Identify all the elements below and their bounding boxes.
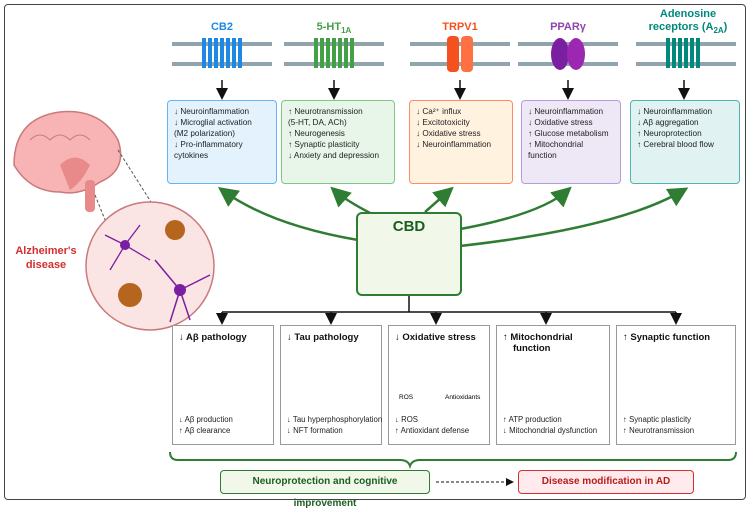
- ros-label: ROS: [399, 394, 414, 401]
- effect-line: ↓ Neuroinflammation: [416, 140, 492, 149]
- effect-line: ↓ Oxidative stress: [416, 129, 481, 138]
- zoom-line-bottom: [94, 194, 111, 233]
- pathway-box-oxidative: ↓ Oxidative stress ROS Antioxidants ↓ RO…: [388, 325, 490, 445]
- receptor-title-5ht1a: 5-HT1A: [316, 21, 352, 36]
- pathway-box-synaptic: ↑ Synaptic function ↑ Synaptic plasticit…: [616, 325, 736, 445]
- membrane-trpv1: [410, 42, 510, 66]
- neuron-zoom-circle: [85, 201, 215, 331]
- brain-illustration: [13, 110, 122, 212]
- figure-frame: [4, 4, 746, 500]
- effect-line: ↓ Neuroinflammation: [528, 107, 604, 116]
- pathway-effects: ↓ Tau hyperphosphorylation↓ NFT formatio…: [287, 415, 383, 435]
- pathway-effects: ↓ ROS↑ Antioxidant defense: [395, 415, 470, 435]
- membrane-pparg: [518, 42, 618, 66]
- pathway-effects: ↑ Synaptic plasticity↑ Neurotransmission: [623, 415, 695, 435]
- effect-line: ↑ Synaptic plasticity: [288, 140, 360, 149]
- receptor-title-trpv1: TRPV1: [442, 21, 478, 33]
- effect-line: ↓ Microglial activation: [174, 118, 252, 127]
- effect-line: ↑ Neuroprotection: [637, 129, 702, 138]
- effect-line: ↓ Aβ aggregation: [637, 118, 699, 127]
- effect-line: ↓ Neuroinflammation: [637, 107, 713, 116]
- pparg-receptor-icon: [551, 38, 585, 70]
- effect-line: ↑ Mitochondrial: [528, 140, 584, 149]
- effect-line: ↑ Glucose metabolism: [528, 129, 609, 138]
- pathway-title: ↓ Aβ pathology: [179, 332, 247, 343]
- effect-line: ↓ Ca²⁺ influx: [416, 107, 462, 116]
- effect-line: (M2 polarization): [174, 129, 235, 138]
- receptor-arrows: [216, 80, 690, 100]
- receptor-title-pparg: PPARγ: [550, 21, 586, 33]
- effect-line: ↓ Excitotoxicity: [416, 118, 470, 127]
- effect-box-adenosine: ↓ Neuroinflammation ↓ Aβ aggregation ↑ N…: [630, 100, 740, 184]
- effect-line: ↑ Neurotransmission: [288, 107, 363, 116]
- effect-box-trpv1: ↓ Ca²⁺ influx ↓ Excitotoxicity ↓ Oxidati…: [409, 100, 513, 184]
- effect-box-cb2: ↓ Neuroinflammation ↓ Microglial activat…: [167, 100, 277, 184]
- cbd-arrows: [217, 186, 689, 248]
- pathway-title: ↓ Oxidative stress: [395, 332, 476, 343]
- effect-box-pparg: ↓ Neuroinflammation ↓ Oxidative stress ↑…: [521, 100, 621, 184]
- adenosine-receptor-icon: [666, 38, 700, 68]
- effect-box-5ht1a: ↑ Neurotransmission (5-HT, DA, ACh) ↑ Ne…: [281, 100, 395, 184]
- pathway-box-abeta: ↓ Aβ pathology ↓ Aβ production↑ Aβ clear…: [172, 325, 274, 445]
- effect-line: function: [528, 151, 557, 160]
- pathway-title: ↓ Tau pathology: [287, 332, 359, 343]
- outcome-neuroprotection: Neuroprotection and cognitive improvemen…: [220, 470, 430, 509]
- effect-line: ↓ Pro-inflammatory: [174, 140, 243, 149]
- effect-line: ↓ Neuroinflammation: [174, 107, 250, 116]
- receptor-title-cb2: CB2: [210, 21, 233, 33]
- trpv1-channel-icon: [447, 36, 473, 72]
- pathway-effects: ↑ ATP production↓ Mitochondrial dysfunct…: [503, 415, 598, 435]
- effect-line: cytokines: [174, 151, 209, 160]
- effect-line: ↑ Cerebral blood flow: [637, 140, 714, 149]
- pathway-box-tau: ↓ Tau pathology ↓ Tau hyperphosphorylati…: [280, 325, 382, 445]
- outcome-disease-modification: Disease modification in AD: [518, 470, 694, 494]
- cbd-box: CBD: [356, 212, 462, 296]
- effect-line: ↓ Oxidative stress: [528, 118, 593, 127]
- effect-line: (5-HT, DA, ACh): [288, 118, 347, 127]
- effect-line: ↑ Neurogenesis: [288, 129, 345, 138]
- pathway-effects: ↓ Aβ production↑ Aβ clearance: [179, 415, 233, 435]
- antioxidants-label: Antioxidants: [445, 394, 481, 401]
- pathway-title: ↑ Synaptic function: [623, 332, 711, 343]
- 5ht1a-receptor-icon: [314, 38, 354, 68]
- alzheimers-label: Alzheimer's disease: [15, 245, 77, 271]
- effect-line: ↓ Anxiety and depression: [288, 151, 380, 160]
- pathway-connectors: [216, 296, 682, 325]
- cb2-receptor-icon: [202, 38, 242, 68]
- cbd-label: CBD: [392, 218, 426, 235]
- pathways-bracket: [169, 451, 737, 470]
